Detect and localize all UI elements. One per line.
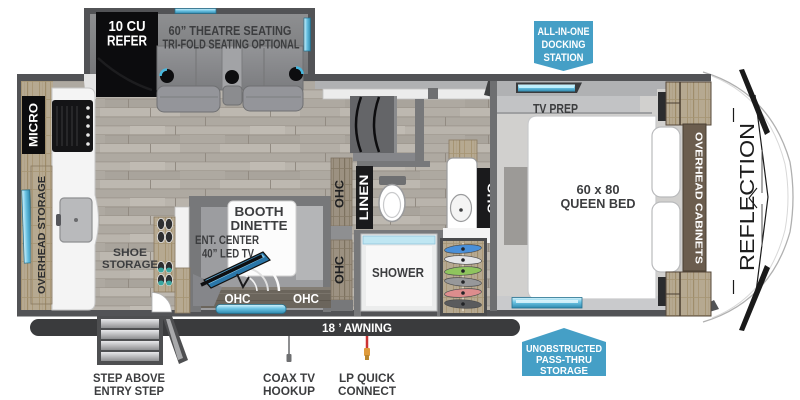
svg-text:OHC: OHC [333,256,347,284]
svg-text:BOOTH: BOOTH [235,204,284,219]
svg-text:18 ’ AWNING: 18 ’ AWNING [322,321,392,335]
svg-text:LINEN: LINEN [357,175,371,221]
svg-text:OHC: OHC [333,180,347,208]
svg-text:MICRO: MICRO [29,103,41,147]
svg-text:SHOE: SHOE [113,247,147,259]
svg-text:60” THEATRE SEATING: 60” THEATRE SEATING [169,23,292,38]
svg-text:STEP ABOVE: STEP ABOVE [93,371,165,385]
svg-text:REFER: REFER [107,33,147,50]
svg-text:DINETTE: DINETTE [231,218,288,233]
svg-text:60 x 80: 60 x 80 [577,183,620,197]
svg-text:TRI-FOLD SEATING OPTIONAL: TRI-FOLD SEATING OPTIONAL [163,37,300,52]
svg-text:OVERHEAD STORAGE: OVERHEAD STORAGE [36,176,48,294]
svg-text:DOCKING: DOCKING [542,39,586,51]
svg-text:OHC: OHC [225,292,251,306]
svg-text:REFLECTION: REFLECTION [737,123,759,271]
svg-text:STATION: STATION [544,52,584,64]
svg-text:OVERHEAD CABINETS: OVERHEAD CABINETS [693,132,705,264]
svg-text:ENT. CENTER: ENT. CENTER [195,233,259,247]
svg-text:40” LED TV: 40” LED TV [202,247,254,261]
svg-text:OHC: OHC [293,292,319,306]
svg-text:PASS-THRU: PASS-THRU [536,354,592,366]
svg-text:STORAGE: STORAGE [102,259,158,271]
svg-text:LP QUICK: LP QUICK [339,371,395,385]
svg-text:UNOBSTRUCTED: UNOBSTRUCTED [526,343,602,355]
svg-text:ALL-IN-ONE: ALL-IN-ONE [538,26,590,38]
svg-text:QUEEN BED: QUEEN BED [561,197,636,211]
svg-text:TV PREP: TV PREP [533,102,578,116]
svg-text:SHOWER: SHOWER [372,265,425,280]
svg-text:STORAGE: STORAGE [540,365,588,377]
svg-text:10 CU: 10 CU [109,18,146,35]
svg-text:ENTRY STEP: ENTRY STEP [94,384,164,398]
svg-text:HOOKUP: HOOKUP [263,384,315,398]
svg-text:COAX TV: COAX TV [263,371,315,385]
svg-text:CONNECT: CONNECT [338,384,397,398]
